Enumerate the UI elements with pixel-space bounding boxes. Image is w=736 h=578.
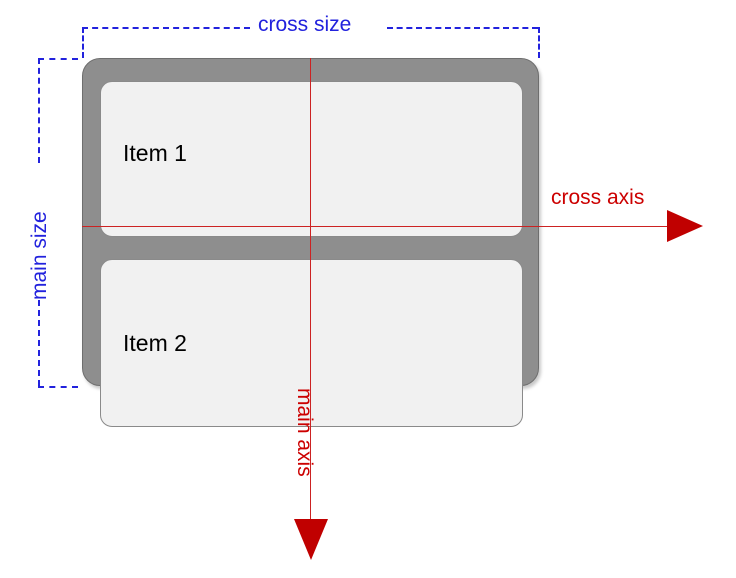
- flex-item-2-label: Item 2: [123, 330, 187, 356]
- main-size-stem-bottom: [38, 300, 40, 386]
- main-axis-label: main axis: [293, 388, 316, 477]
- main-axis-arrowhead-icon: [294, 519, 328, 560]
- cross-size-right-stem: [538, 27, 540, 58]
- cross-axis-label: cross axis: [551, 186, 645, 209]
- flex-item-1: Item 1: [100, 81, 523, 237]
- main-size-label: main size: [28, 211, 51, 300]
- flex-item-2: Item 2: [100, 259, 523, 427]
- main-axis-line: [310, 58, 311, 528]
- cross-size-bar-left: [82, 27, 250, 29]
- cross-size-bar-right: [387, 27, 538, 29]
- cross-size-left-stem: [82, 27, 84, 58]
- cross-axis-arrowhead-icon: [667, 210, 703, 242]
- main-size-bottom-bar: [38, 386, 78, 388]
- main-size-top-bar: [38, 58, 78, 60]
- flex-item-1-label: Item 1: [123, 140, 187, 166]
- main-size-stem-top: [38, 58, 40, 163]
- cross-axis-line: [82, 226, 669, 227]
- cross-size-label: cross size: [258, 13, 352, 36]
